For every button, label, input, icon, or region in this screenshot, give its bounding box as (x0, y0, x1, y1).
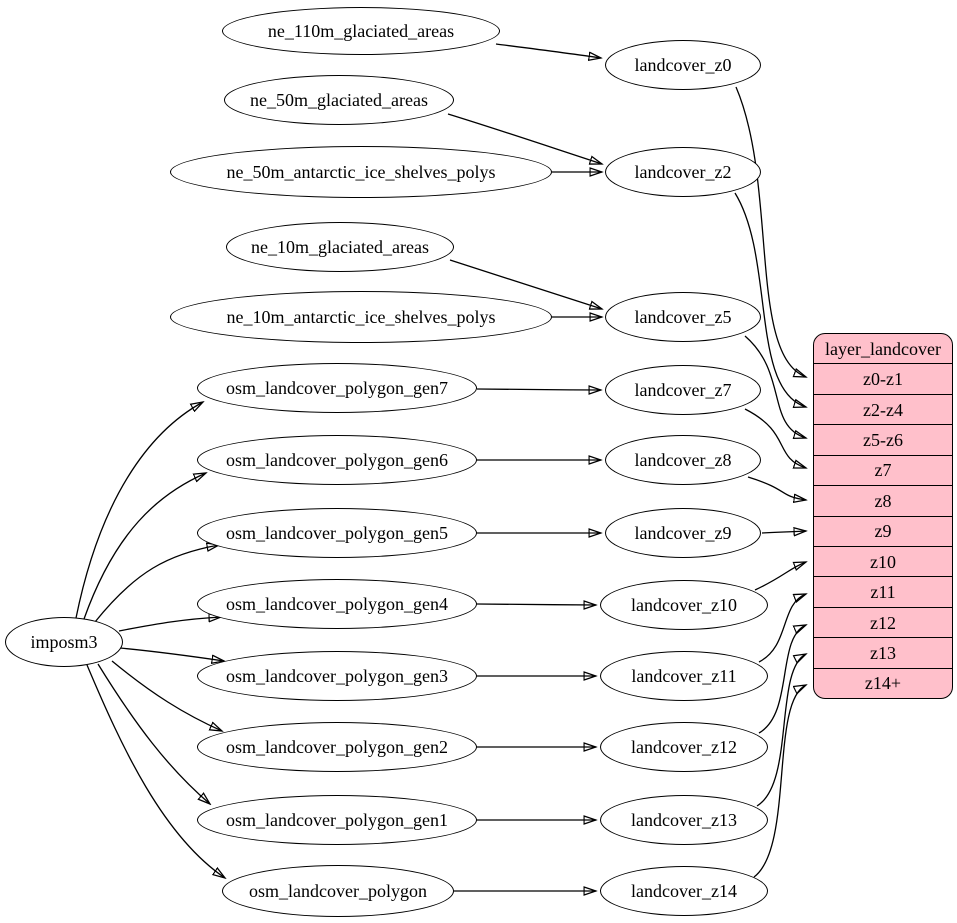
edge-z2-row (734, 192, 806, 407)
record-row-z0-z1: z0-z1 (814, 363, 952, 393)
node-landcover-z9: landcover_z9 (605, 508, 761, 558)
record-row-z5-z6: z5-z6 (814, 424, 952, 454)
edge-imposm3-gen2 (111, 660, 222, 731)
edge-z11-row (758, 594, 806, 663)
node-osm-landcover-polygon-gen3: osm_landcover_polygon_gen3 (197, 651, 477, 701)
node-landcover-z5: landcover_z5 (605, 292, 761, 342)
edge-ne50m-glaciated-z2 (447, 113, 602, 164)
node-landcover-z0: landcover_z0 (605, 40, 761, 90)
record-row-z13: z13 (814, 637, 952, 667)
node-osm-landcover-polygon-gen5: osm_landcover_polygon_gen5 (197, 508, 477, 558)
edge-imposm3-polygon (97, 663, 210, 804)
node-osm-landcover-polygon-gen4: osm_landcover_polygon_gen4 (197, 579, 477, 629)
node-ne-50m-antarctic-ice-shelves-polys: ne_50m_antarctic_ice_shelves_polys (170, 146, 552, 198)
edge-imposm3-gen5 (94, 545, 219, 623)
record-row-z10: z10 (814, 545, 952, 576)
record-row-z14plus: z14+ (814, 667, 952, 698)
node-osm-landcover-polygon-gen1: osm_landcover_polygon_gen1 (197, 795, 477, 845)
node-ne-10m-antarctic-ice-shelves-polys: ne_10m_antarctic_ice_shelves_polys (170, 291, 552, 343)
edge-imposm3-gen4 (118, 617, 221, 632)
node-landcover-z7: landcover_z7 (605, 365, 761, 415)
node-landcover-z13: landcover_z13 (600, 795, 768, 845)
edge-z0-row (735, 86, 806, 377)
node-ne-110m-glaciated-areas: ne_110m_glaciated_areas (222, 7, 500, 55)
edge-gen7-z7 (476, 389, 601, 390)
record-row-z8: z8 (814, 485, 952, 515)
edge-imposm3-gen7 (75, 402, 203, 619)
edge-imposm3-polygon-gen1 (86, 664, 225, 878)
node-landcover-z14: landcover_z14 (600, 866, 768, 916)
edge-z12-row (758, 625, 806, 734)
edge-z9-row (761, 531, 806, 533)
edge-z5-row (744, 335, 806, 438)
record-row-z12: z12 (814, 606, 952, 637)
node-landcover-z2: landcover_z2 (605, 147, 761, 197)
edge-z10-row (754, 562, 806, 591)
node-ne-50m-glaciated-areas: ne_50m_glaciated_areas (224, 75, 454, 125)
edge-imposm3-gen3 (119, 647, 224, 661)
record-layer-landcover: layer_landcover z0-z1 z2-z4 z5-z6 z7 z8 … (813, 333, 953, 699)
record-title: layer_landcover (825, 338, 941, 359)
edge-z8-row (747, 476, 806, 500)
record-row-z2-z4: z2-z4 (814, 393, 952, 424)
edge-ne110m-z0 (495, 43, 601, 58)
node-landcover-z11: landcover_z11 (600, 651, 768, 701)
node-landcover-z8: landcover_z8 (605, 435, 761, 485)
edge-z7-row (744, 408, 806, 468)
record-row-z7: z7 (814, 454, 952, 485)
node-osm-landcover-polygon-gen7: osm_landcover_polygon_gen7 (197, 363, 477, 413)
node-ne-10m-glaciated-areas: ne_10m_glaciated_areas (226, 222, 454, 272)
node-osm-landcover-polygon-gen6: osm_landcover_polygon_gen6 (197, 435, 477, 485)
node-osm-landcover-polygon-gen2: osm_landcover_polygon_gen2 (197, 722, 477, 772)
edge-imposm3-gen6 (83, 473, 206, 620)
edge-ne10m-glaciated-z5 (449, 259, 602, 309)
record-row-z9: z9 (814, 515, 952, 546)
record-row-z11: z11 (814, 576, 952, 606)
edge-z13-row (756, 654, 806, 807)
node-imposm3: imposm3 (5, 617, 123, 667)
edge-z14-row (753, 685, 806, 878)
node-landcover-z10: landcover_z10 (600, 580, 768, 630)
node-landcover-z12: landcover_z12 (600, 722, 768, 772)
node-osm-landcover-polygon: osm_landcover_polygon (222, 865, 454, 917)
edge-gen4-z10 (476, 604, 596, 605)
